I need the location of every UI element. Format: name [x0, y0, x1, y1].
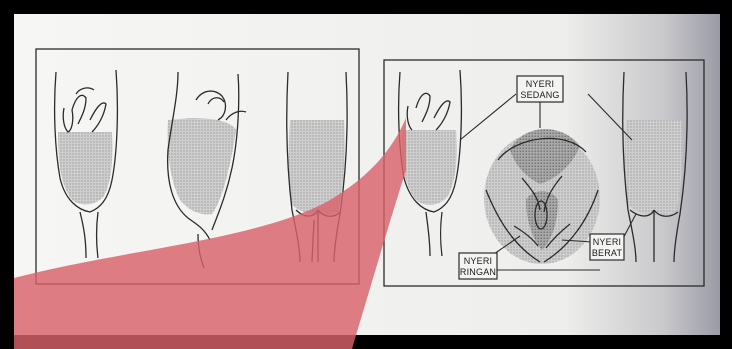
- label-berat: NYERI BERAT: [590, 234, 624, 260]
- label-sedang-line2: SEDANG: [520, 90, 559, 100]
- label-ringan: NYERI RINGAN: [459, 253, 497, 279]
- label-sedang-line1: NYERI: [526, 79, 555, 89]
- label-sedang: NYERI SEDANG: [517, 76, 563, 102]
- label-ringan-line1: NYERI: [464, 256, 493, 266]
- label-berat-line2: BERAT: [592, 248, 623, 258]
- label-ringan-line2: RINGAN: [460, 267, 496, 277]
- label-berat-line1: NYERI: [593, 237, 622, 247]
